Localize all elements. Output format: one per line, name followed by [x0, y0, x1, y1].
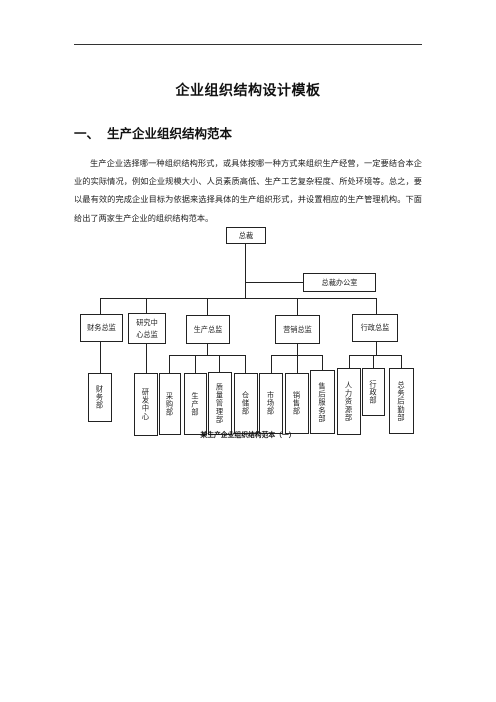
connector-admin-director [376, 298, 377, 314]
node-dept-sales-label: 销售部 [292, 391, 302, 416]
section-title: 生产企业组织结构范本 [107, 126, 233, 141]
node-admin-director: 行政总监 [352, 314, 398, 342]
header-rule [74, 44, 422, 45]
node-dept-hr-label: 人力资源部 [344, 381, 354, 422]
node-marketing-director-label: 营销总监 [283, 324, 312, 334]
connector-marketing-stem [297, 343, 298, 355]
connector-finance-director [100, 298, 101, 314]
node-ceo: 总裁 [226, 227, 266, 244]
node-production-director: 生产总监 [186, 315, 230, 344]
node-dept-market: 市场部 [259, 373, 283, 434]
node-dept-after-sales: 售后服务部 [310, 370, 335, 434]
connector-quality [219, 355, 220, 372]
node-dept-finance-label: 财务部 [95, 385, 105, 410]
connector-marketing-bus [271, 355, 322, 356]
connector-after-sales [322, 355, 323, 370]
node-production-director-label: 生产总监 [193, 324, 223, 334]
node-dept-hr: 人力资源部 [337, 368, 361, 435]
connector-purchasing [169, 355, 170, 373]
node-dept-sales: 销售部 [285, 373, 309, 434]
body-paragraph: 生产企业选择哪一种组织结构形式，或具体按哪一种方式来组织生产经营，一定要结合本企… [74, 158, 422, 223]
node-rnd-director: 研究中心总监 [128, 313, 166, 344]
node-rnd-director-label: 研究中心总监 [136, 317, 158, 339]
node-dept-after-sales-label: 售后服务部 [318, 381, 327, 423]
connector-sales [297, 355, 298, 373]
node-dept-logistics-label: 总务后勤部 [397, 380, 406, 422]
document-title: 企业组织结构设计模板 [175, 83, 321, 99]
node-dept-market-label: 市场部 [266, 391, 276, 416]
chart-caption: 某生产企业组织结构范本（一） [200, 431, 296, 439]
node-dept-administration: 行政部 [362, 368, 385, 416]
node-dept-quality-label: 质量管理部 [215, 383, 225, 424]
node-marketing-director: 营销总监 [275, 315, 320, 344]
node-dept-rnd-label: 研发中心 [141, 388, 151, 421]
connector-rnd-director [146, 298, 147, 313]
connector-production-stem [207, 343, 208, 355]
node-dept-purchasing: 采购部 [159, 373, 181, 435]
connector-administration [373, 355, 374, 368]
node-dept-purchasing-label: 采购部 [165, 391, 175, 417]
node-dept-warehouse: 仓储部 [234, 373, 258, 434]
connector-ceo-trunk [245, 243, 246, 298]
node-dept-production: 生产部 [184, 373, 207, 435]
node-dept-logistics: 总务后勤部 [389, 368, 414, 434]
node-ceo-label: 总裁 [238, 230, 254, 240]
connector-marketing-director [297, 298, 298, 315]
node-dept-rnd: 研发中心 [134, 373, 158, 436]
connector-finance-dept [100, 341, 101, 373]
node-finance-director-label: 财务总监 [87, 323, 116, 332]
connector-warehouse [245, 355, 246, 373]
node-ceo-office: 总裁办公室 [303, 273, 376, 292]
connector-admin-stem [376, 341, 377, 355]
connector-admin-bus [349, 355, 401, 356]
connector-hr [349, 355, 350, 368]
connector-office-link [245, 282, 303, 283]
node-dept-administration-label: 行政部 [369, 379, 378, 405]
node-ceo-office-label: 总裁办公室 [321, 277, 358, 287]
connector-production-bus [169, 355, 245, 356]
node-dept-quality: 质量管理部 [208, 372, 232, 435]
node-admin-director-label: 行政总监 [360, 323, 390, 332]
connector-production-dept [195, 355, 196, 373]
section-heading: 一、生产企业组织结构范本 [74, 123, 232, 142]
connector-directors-bus [100, 298, 376, 299]
node-finance-director: 财务总监 [80, 314, 123, 342]
connector-market [271, 355, 272, 373]
node-dept-production-label: 生产部 [191, 391, 200, 417]
section-number: 一、 [74, 126, 100, 141]
node-dept-warehouse-label: 仓储部 [241, 391, 251, 416]
connector-logistics [401, 355, 402, 368]
connector-production-director [207, 298, 208, 315]
node-dept-finance: 财务部 [88, 373, 112, 422]
connector-rnd-dept [146, 343, 147, 373]
